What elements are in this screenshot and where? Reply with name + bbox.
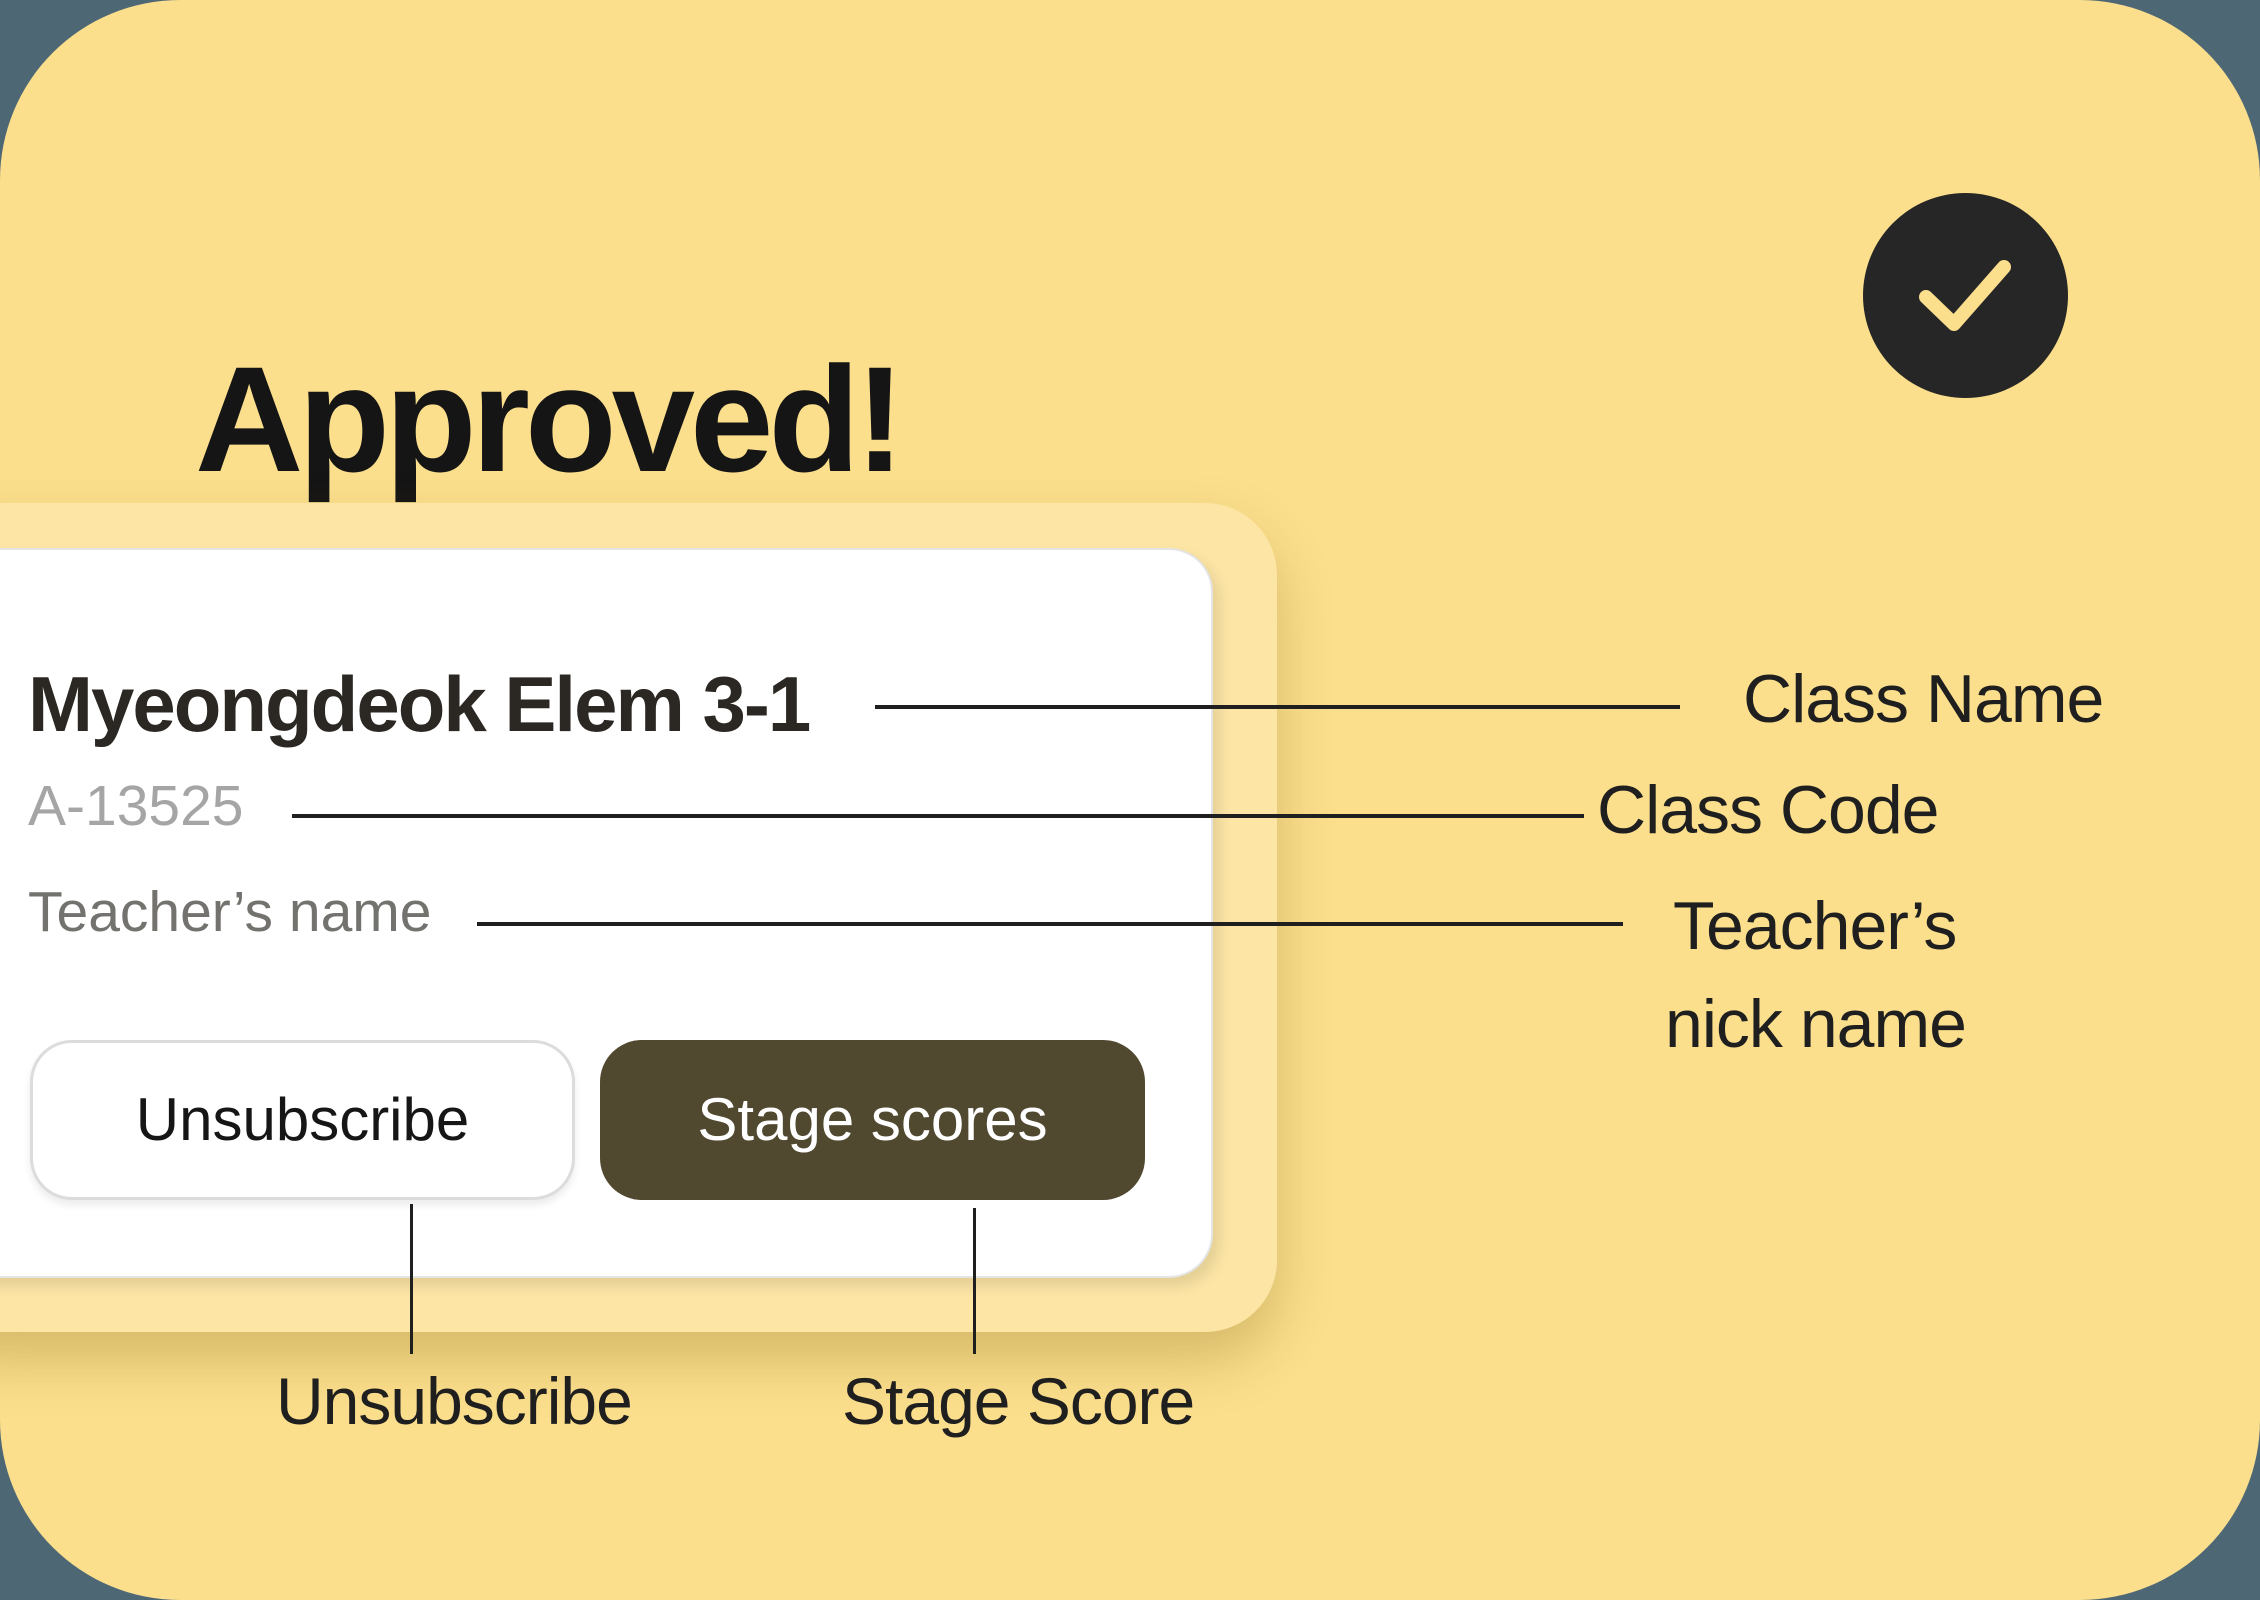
stage-scores-button[interactable]: Stage scores: [600, 1040, 1145, 1200]
class-name-callout-label: Class Name: [1743, 661, 2104, 737]
unsubscribe-button[interactable]: Unsubscribe: [30, 1040, 575, 1200]
unsubscribe-callout-label: Unsubscribe: [276, 1364, 633, 1438]
check-icon: [1863, 193, 2068, 398]
teacher-name-placeholder: Teacher’s name: [28, 880, 432, 944]
approved-check-badge: [1863, 193, 2068, 398]
stage-score-callout-label: Stage Score: [842, 1364, 1195, 1438]
stage-score-callout-line: [973, 1208, 976, 1354]
class-code-callout-line: [292, 814, 1584, 818]
class-name-text: Myeongdeok Elem 3-1: [28, 660, 811, 748]
unsubscribe-callout-line: [410, 1204, 413, 1354]
teacher-callout-line: [477, 922, 1623, 926]
teacher-nickname-callout-label-line1: Teacher’s: [1673, 888, 1957, 964]
page-title: Approved!: [195, 334, 905, 503]
class-name-callout-line: [875, 705, 1680, 709]
class-code-callout-label: Class Code: [1597, 772, 1939, 848]
teacher-nickname-callout-label-line2: nick name: [1665, 986, 1967, 1062]
class-code-text: A-13525: [28, 774, 244, 838]
